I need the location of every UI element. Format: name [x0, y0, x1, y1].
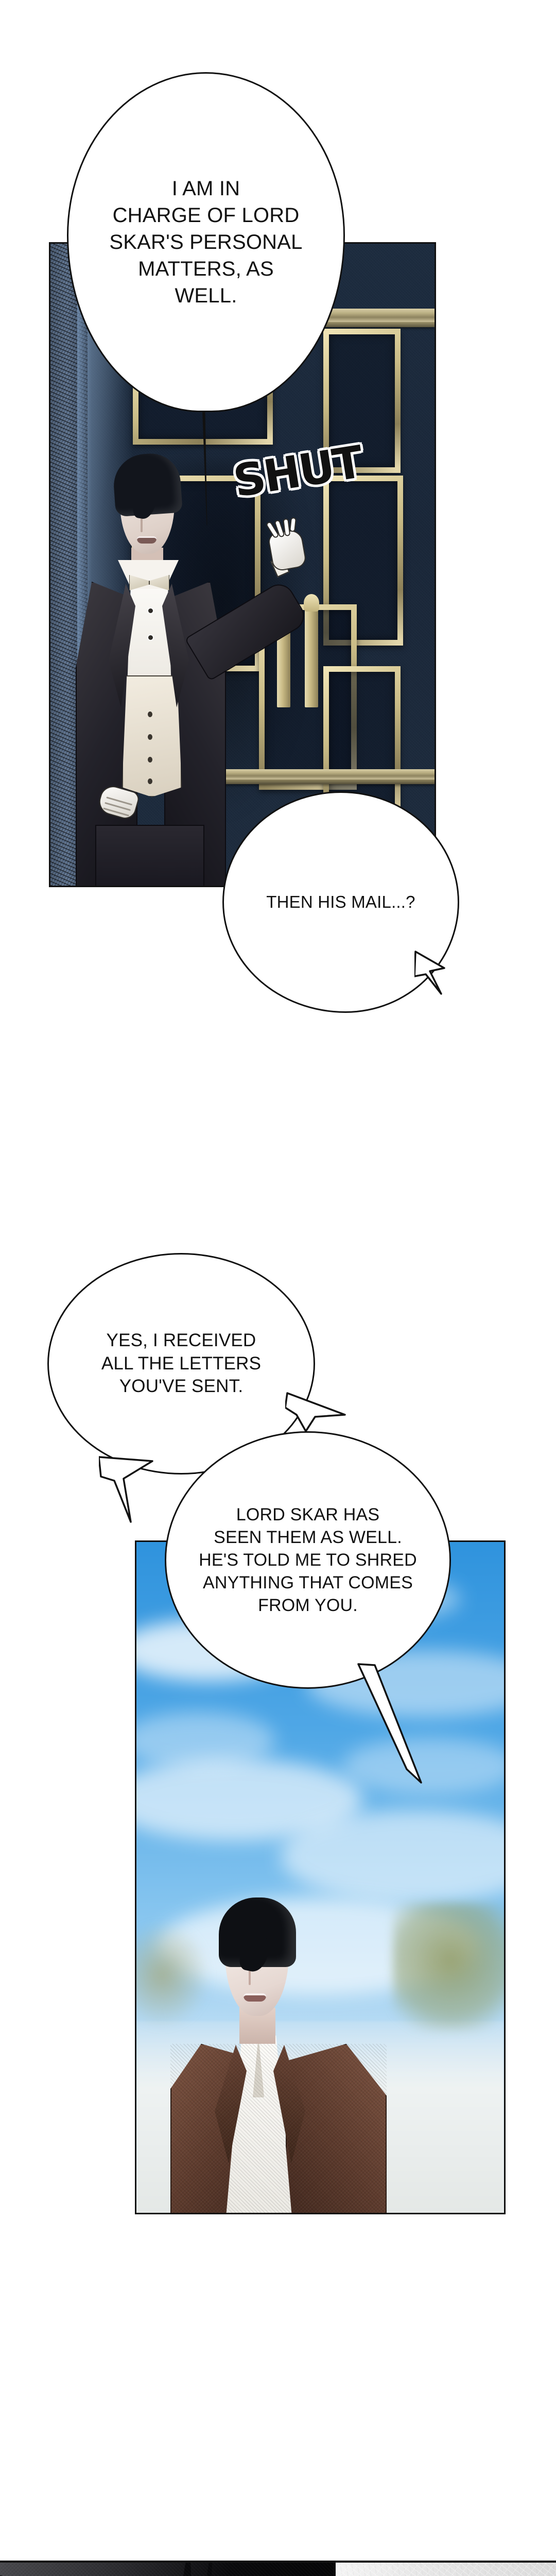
- waistcoat-button: [148, 757, 152, 762]
- shirt-stud: [148, 608, 153, 613]
- speech-tail: [357, 1663, 424, 1787]
- background-tree: [393, 1903, 504, 2031]
- background-tree: [136, 1923, 208, 2026]
- slicked-hair: [219, 1897, 296, 1967]
- speech-text: YES, I RECEIVED ALL THE LETTERS YOU'VE S…: [101, 1330, 262, 1397]
- wall-cornice-shadow: [88, 779, 435, 784]
- gold-frame: [323, 476, 403, 646]
- mouth: [244, 1993, 266, 2002]
- trousers: [95, 825, 204, 886]
- speech-bubble-4: LORD SKAR HAS SEEN THEM AS WELL. HE'S TO…: [165, 1431, 451, 1689]
- brown-jacket-right: [286, 2044, 387, 2213]
- gold-pilaster: [304, 594, 319, 707]
- man-character: [170, 1897, 387, 2213]
- pale-surface: [334, 2563, 556, 2576]
- dark-fabric: [0, 2563, 340, 2576]
- nose: [141, 515, 143, 532]
- butler-character: [68, 451, 310, 886]
- mouth: [137, 536, 157, 544]
- nose: [249, 1963, 251, 1985]
- slicked-hair: [112, 451, 183, 517]
- panel-bottom-strip: [0, 2561, 556, 2576]
- waistcoat-button: [148, 711, 152, 717]
- waistcoat-button: [148, 778, 152, 784]
- speech-tail: [99, 1456, 155, 1523]
- speech-text: LORD SKAR HAS SEEN THEM AS WELL. HE'S TO…: [199, 1504, 417, 1616]
- bow-tie-icon: [129, 573, 169, 591]
- speech-bubble-1: I AM IN CHARGE OF LORD SKAR'S PERSONAL M…: [67, 72, 345, 412]
- speech-text: I AM IN CHARGE OF LORD SKAR'S PERSONAL M…: [109, 177, 303, 307]
- speech-tail: [285, 1390, 347, 1434]
- waistcoat-button: [148, 734, 152, 740]
- speech-tail: [414, 951, 459, 995]
- speech-text: THEN HIS MAIL...?: [266, 892, 415, 911]
- gold-frame: [323, 329, 401, 473]
- shirt-stud: [148, 635, 153, 640]
